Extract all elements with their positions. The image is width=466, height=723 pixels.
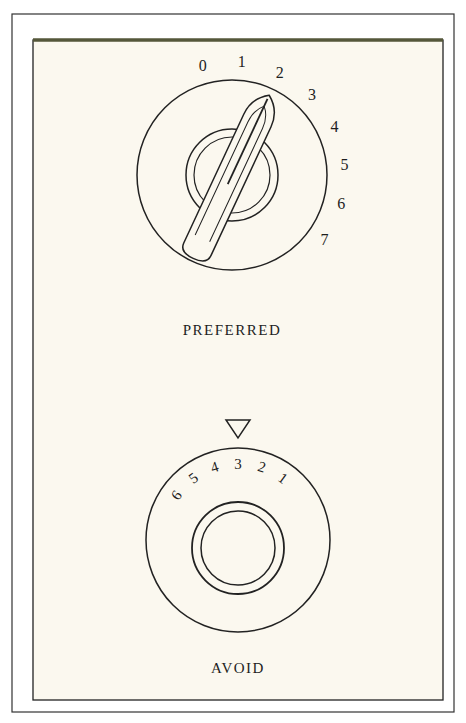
dial-rim [137, 80, 327, 270]
dial-rim [146, 448, 330, 632]
scale-number: 2 [276, 65, 284, 81]
pointer-knob [180, 89, 283, 265]
scale-number: 3 [234, 457, 242, 472]
round-knob-inner [201, 511, 275, 585]
preferred-dial [137, 80, 327, 270]
outer-frame [12, 14, 454, 712]
scale-number: 3 [308, 87, 316, 103]
panel-top-edge [33, 38, 443, 42]
avoid-dial [146, 420, 330, 632]
dial-name: PREFERRED [183, 323, 282, 338]
scale-number: 1 [238, 54, 246, 70]
knob-bar [180, 89, 283, 265]
index-triangle [226, 420, 250, 438]
scale-number: 6 [337, 196, 345, 212]
scale-number: 7 [321, 232, 329, 248]
panel [33, 40, 443, 700]
dial-name: AVOID [211, 661, 265, 676]
scale-number: 5 [341, 157, 349, 173]
round-knob [192, 502, 284, 594]
pointer-line [228, 99, 268, 184]
scale-number: 4 [330, 119, 338, 135]
scale-number: 0 [199, 58, 207, 74]
